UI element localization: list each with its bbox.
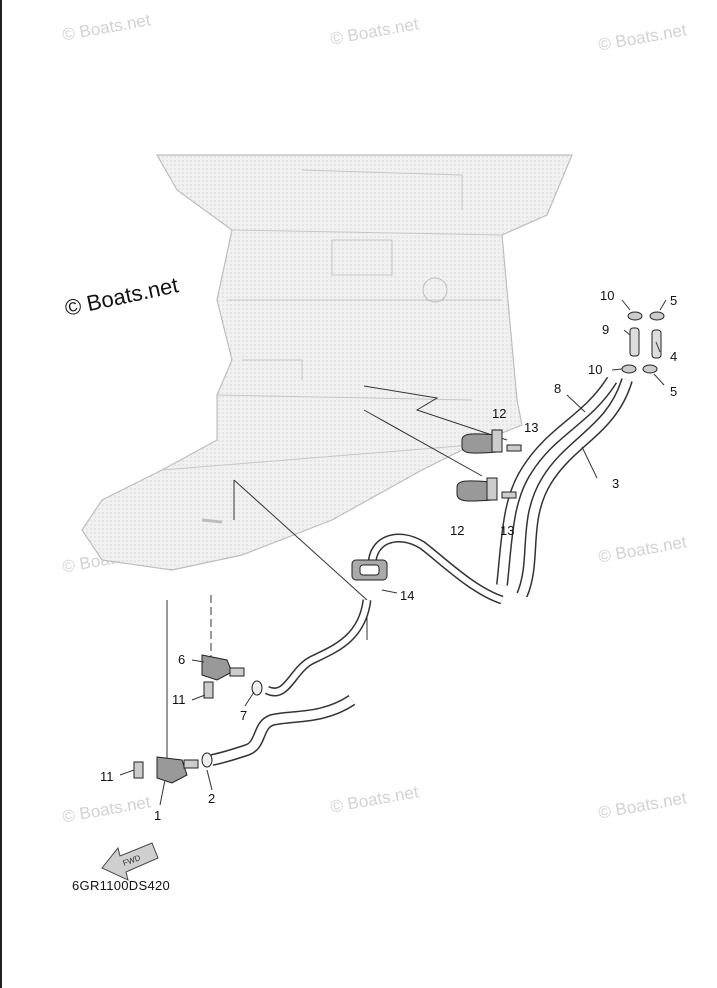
callout-4: 4 [670,349,677,364]
callout-leaders [119,299,667,806]
screw [501,491,517,499]
clamps [456,429,522,502]
callout-5: 5 [670,384,677,399]
callout-8: 8 [554,381,561,396]
callout-12: 12 [450,523,464,538]
callout-13: 13 [500,523,514,538]
callout-7: 7 [240,708,247,723]
fwd-arrow-icon: FWD [101,842,159,881]
callout-9: 9 [602,322,609,337]
callout-10: 10 [588,362,602,377]
bolt [203,681,214,699]
callout-5: 5 [670,293,677,308]
callout-12: 12 [492,406,506,421]
joints [133,654,263,784]
leader-lines [166,385,508,765]
callout-11: 11 [100,769,114,784]
bolt [133,761,144,779]
callout-14: 14 [400,588,414,603]
callout-1: 1 [154,808,161,823]
callout-3: 3 [612,476,619,491]
callout-numbers: 1 2 3 4 5 5 6 7 8 9 10 10 11 11 12 12 13… [100,288,677,823]
engine-casing [81,154,573,571]
fittings [621,311,665,374]
callout-13: 13 [524,420,538,435]
callout-2: 2 [208,791,215,806]
hoses [210,376,633,766]
diagram-code: 6GR1100DS420 [72,878,171,893]
callout-6: 6 [178,652,185,667]
grommet [351,559,388,581]
screw [506,444,522,452]
callout-11: 11 [172,692,186,707]
callout-10: 10 [600,288,614,303]
